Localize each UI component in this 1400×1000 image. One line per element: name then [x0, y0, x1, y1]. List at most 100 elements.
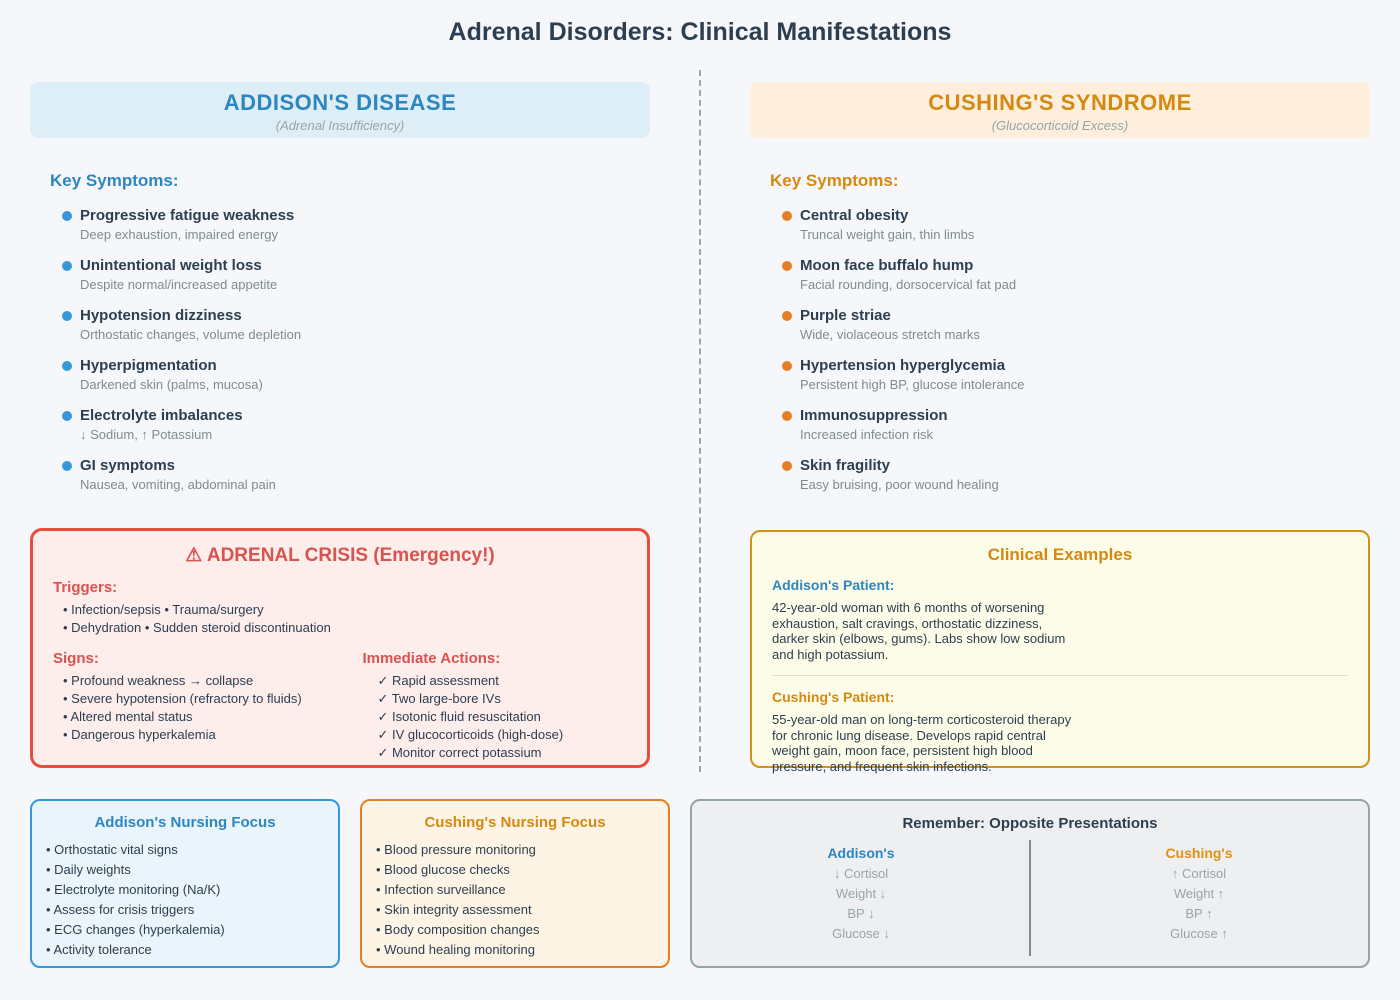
clinical-examples-box: Clinical Examples Addison's Patient: 42-…	[750, 530, 1370, 774]
cushing-title: CUSHING'S SYNDROME	[928, 90, 1192, 115]
cushing-panel-header: CUSHING'S SYNDROME (Glucocorticoid Exces…	[750, 82, 1370, 138]
list-item: Progressive fatigue weakness Deep exhaus…	[62, 206, 632, 244]
remember-item: ↓ Cortisol	[833, 866, 889, 881]
symptom-title: Skin fragility	[800, 457, 891, 474]
bullet-icon	[782, 311, 792, 321]
action-item: ✓ Monitor correct potassium	[377, 745, 542, 760]
list-item: Moon face buffalo hump Facial rounding, …	[782, 256, 1352, 294]
symptom-title: Central obesity	[800, 207, 909, 224]
remember-item: Weight ↑	[1173, 886, 1225, 901]
cushing-patient-text: 55-year-old man on long-term corticoster…	[772, 712, 1072, 774]
symptom-title: Electrolyte imbalances	[80, 407, 243, 424]
cushing-nursing-box: Cushing's Nursing Focus • Blood pressure…	[360, 799, 670, 968]
remember-cushing-heading: Cushing's	[1165, 845, 1233, 861]
remember-item: ↑ Cortisol	[1171, 866, 1227, 881]
nursing-item: • Wound healing monitoring	[376, 942, 535, 957]
action-item: ✓ Rapid assessment	[377, 673, 499, 688]
sign-item: • Altered mental status	[63, 709, 193, 724]
nursing-item: • Assess for crisis triggers	[46, 902, 195, 917]
list-item: Electrolyte imbalances ↓ Sodium, ↑ Potas…	[62, 406, 632, 444]
bullet-icon	[782, 361, 792, 371]
symptom-desc: Darkened skin (palms, mucosa)	[80, 377, 263, 392]
bullet-icon	[782, 211, 792, 221]
symptom-title: Moon face buffalo hump	[800, 257, 974, 274]
action-item: ✓ Isotonic fluid resuscitation	[377, 709, 541, 724]
list-item: Hypotension dizziness Orthostatic change…	[62, 306, 632, 344]
remember-divider	[1029, 840, 1031, 956]
nursing-item: • Skin integrity assessment	[376, 902, 532, 917]
symptom-desc: Easy bruising, poor wound healing	[800, 477, 999, 492]
sign-item: • Dangerous hyperkalemia	[63, 727, 216, 742]
remember-item: BP ↑	[1185, 906, 1213, 921]
nursing-item: • Activity tolerance	[46, 942, 152, 957]
cushing-nursing-title: Cushing's Nursing Focus	[424, 814, 606, 831]
addison-panel-header: ADDISON'S DISEASE (Adrenal Insufficiency…	[30, 82, 650, 138]
addison-title: ADDISON'S DISEASE	[223, 90, 457, 115]
symptom-title: Hypertension hyperglycemia	[800, 357, 1006, 374]
cushing-patient-label: Cushing's Patient:	[772, 689, 895, 705]
list-item: Hyperpigmentation Darkened skin (palms, …	[62, 356, 632, 394]
examples-divider	[772, 675, 1348, 676]
nursing-item: • Orthostatic vital signs	[46, 842, 178, 857]
nursing-item: • Daily weights	[46, 862, 131, 877]
actions-column: Immediate Actions: ✓ Rapid assessment ✓ …	[362, 650, 627, 762]
addison-symptoms-heading: Key Symptoms:	[50, 171, 179, 190]
symptom-title: Purple striae	[800, 307, 891, 324]
symptom-desc: Increased infection risk	[800, 427, 933, 442]
cushing-symptom-list: Central obesity Truncal weight gain, thi…	[782, 206, 1352, 506]
page-title: Adrenal Disorders: Clinical Manifestatio…	[448, 18, 952, 46]
symptom-title: Hypotension dizziness	[80, 307, 242, 324]
symptom-desc: Facial rounding, dorsocervical fat pad	[800, 277, 1017, 292]
sign-item: • Profound weakness → collapse	[63, 673, 254, 688]
remember-item: BP ↓	[847, 906, 875, 921]
symptom-title: Unintentional weight loss	[80, 257, 262, 274]
addison-nursing-title: Addison's Nursing Focus	[94, 814, 276, 831]
remember-addison-column: Addison's ↓ Cortisol Weight ↓ BP ↓ Gluco…	[692, 845, 1030, 944]
nursing-item: • Body composition changes	[376, 922, 540, 937]
nursing-item: • Blood pressure monitoring	[376, 842, 536, 857]
column-divider	[699, 70, 701, 772]
symptom-title: GI symptoms	[80, 457, 176, 474]
nursing-item: • Electrolyte monitoring (Na/K)	[46, 882, 221, 897]
list-item: Immunosuppression Increased infection ri…	[782, 406, 1352, 444]
list-item: Purple striae Wide, violaceous stretch m…	[782, 306, 1352, 344]
symptom-title: Progressive fatigue weakness	[80, 207, 295, 224]
addison-nursing-box: Addison's Nursing Focus • Orthostatic vi…	[30, 799, 340, 968]
crisis-title-text: ADRENAL CRISIS (Emergency!)	[206, 545, 495, 566]
list-item: Skin fragility Easy bruising, poor wound…	[782, 456, 1352, 494]
list-item: Central obesity Truncal weight gain, thi…	[782, 206, 1352, 244]
symptom-desc: ↓ Sodium, ↑ Potassium	[80, 427, 213, 442]
remember-title: Remember: Opposite Presentations	[902, 815, 1158, 832]
bullet-icon	[62, 461, 72, 471]
warning-icon: ⚠	[185, 545, 207, 566]
actions-heading: Immediate Actions:	[362, 650, 501, 667]
remember-item: Weight ↓	[835, 886, 887, 901]
adrenal-crisis-box: ⚠ ADRENAL CRISIS (Emergency!) Triggers: …	[30, 528, 650, 768]
symptom-desc: Wide, violaceous stretch marks	[800, 327, 980, 342]
cushing-subtitle: (Glucocorticoid Excess)	[991, 118, 1129, 133]
remember-item: Glucose ↓	[832, 926, 890, 941]
list-item: GI symptoms Nausea, vomiting, abdominal …	[62, 456, 632, 494]
crisis-title: ⚠ ADRENAL CRISIS (Emergency!)	[53, 544, 627, 567]
addison-patient-label: Addison's Patient:	[772, 577, 895, 593]
addison-subtitle: (Adrenal Insufficiency)	[275, 118, 405, 133]
nursing-item: • Blood glucose checks	[376, 862, 510, 877]
remember-box: Remember: Opposite Presentations Addison…	[690, 799, 1370, 968]
action-item: ✓ IV glucocorticoids (high-dose)	[377, 727, 564, 742]
symptom-desc: Nausea, vomiting, abdominal pain	[80, 477, 276, 492]
symptom-desc: Deep exhaustion, impaired energy	[80, 227, 279, 242]
bullet-icon	[62, 411, 72, 421]
list-item: Hypertension hyperglycemia Persistent hi…	[782, 356, 1352, 394]
bullet-icon	[782, 461, 792, 471]
remember-addison-heading: Addison's	[827, 845, 895, 861]
symptom-title: Immunosuppression	[800, 407, 948, 424]
bullet-icon	[62, 261, 72, 271]
bullet-icon	[62, 211, 72, 221]
remember-cushing-column: Cushing's ↑ Cortisol Weight ↑ BP ↑ Gluco…	[1030, 845, 1368, 944]
sign-item: • Severe hypotension (refractory to flui…	[63, 691, 302, 706]
list-item: Unintentional weight loss Despite normal…	[62, 256, 632, 294]
nursing-item: • ECG changes (hyperkalemia)	[46, 922, 225, 937]
triggers-heading: Triggers:	[53, 579, 118, 596]
addison-patient-text: 42-year-old woman with 6 months of worse…	[772, 600, 1066, 662]
